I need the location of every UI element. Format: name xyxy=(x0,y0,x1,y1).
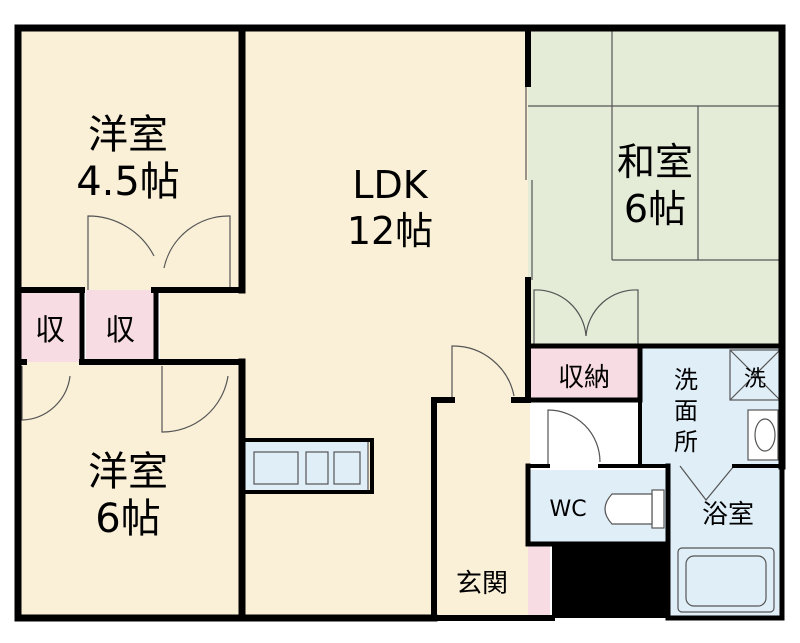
washbasin xyxy=(747,409,779,461)
washroom-label-3: 所 xyxy=(674,428,698,456)
closet-1-floor xyxy=(18,290,82,362)
washer-label: 洗 xyxy=(744,367,766,392)
shoe-cabinet xyxy=(528,544,550,618)
door-swings xyxy=(21,84,735,501)
western-room-1-name: 洋室 xyxy=(88,112,168,158)
western-room-2-floor xyxy=(18,362,242,618)
bathtub xyxy=(677,547,775,613)
washroom-label-1: 洗 xyxy=(674,366,698,394)
washitsu-floor xyxy=(528,28,782,346)
entrance-label: 玄関 xyxy=(456,569,508,599)
entrance-floor xyxy=(434,544,530,618)
ldk-name: LDK xyxy=(352,163,428,207)
storage-floor xyxy=(528,346,640,400)
wc-label: WC xyxy=(549,497,586,522)
western-room-1-size: 4.5帖 xyxy=(76,159,180,205)
western-room-2-size: 6帖 xyxy=(95,496,160,542)
storage-label: 収納 xyxy=(558,363,610,393)
kitchen-counter xyxy=(243,439,369,493)
walls xyxy=(14,24,786,622)
western-room-2-name: 洋室 xyxy=(88,449,168,495)
western-room-1-floor xyxy=(18,28,242,290)
corridor-floor xyxy=(434,400,530,544)
washitsu-size: 6帖 xyxy=(624,187,686,231)
bath-label: 浴室 xyxy=(702,500,754,530)
closet-2-floor xyxy=(86,290,156,362)
ldk-size: 12帖 xyxy=(347,209,433,253)
washitsu-name: 和室 xyxy=(617,140,693,184)
washroom-label-2: 面 xyxy=(674,397,698,425)
tatami-grid xyxy=(528,28,782,261)
hall-floor xyxy=(160,290,242,362)
closet-2-label: 収 xyxy=(105,313,135,348)
dark-void xyxy=(552,542,668,618)
toilet xyxy=(604,489,665,529)
closet-1-label: 収 xyxy=(35,313,65,348)
